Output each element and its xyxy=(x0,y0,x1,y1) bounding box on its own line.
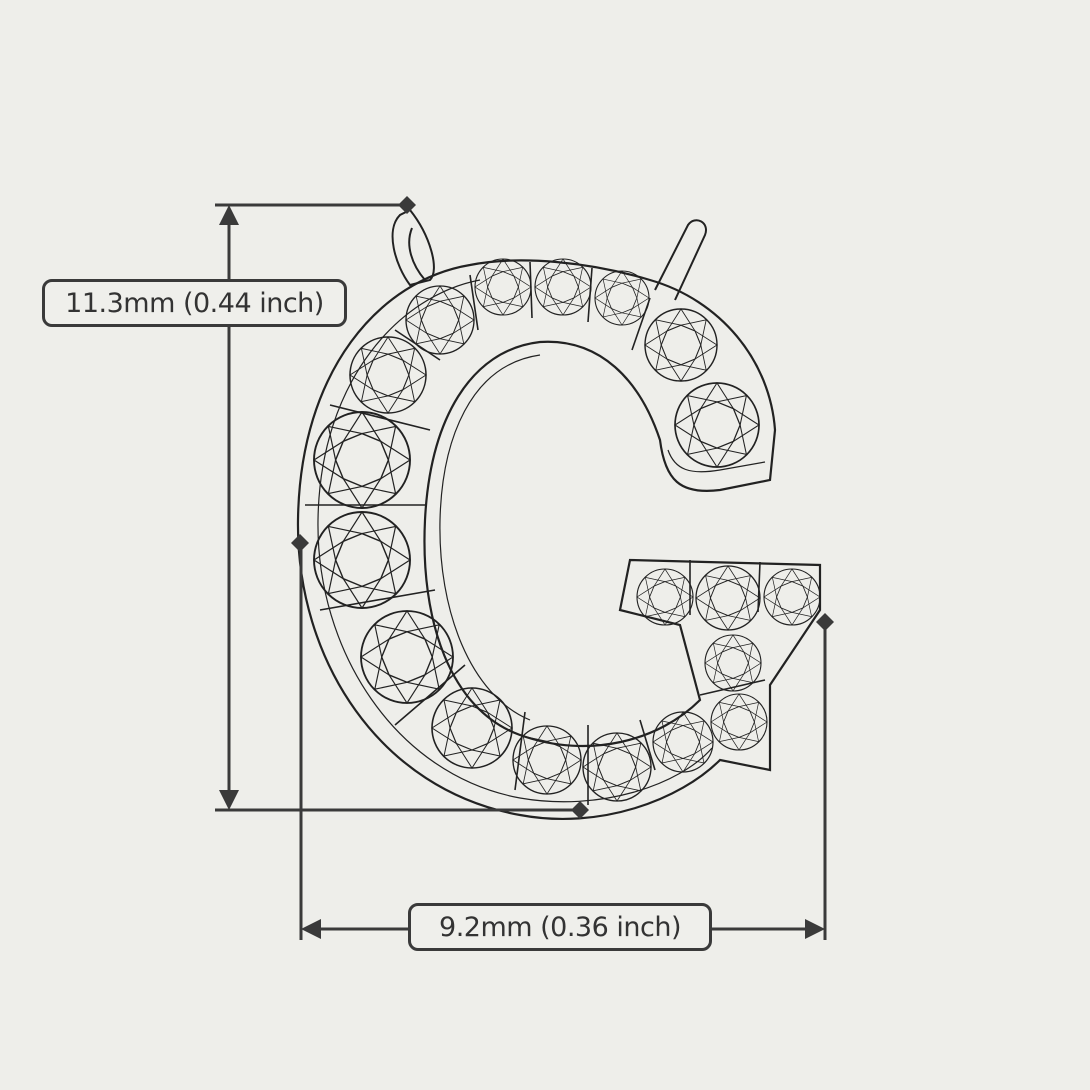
height-dimension-label: 11.3mm (0.44 inch) xyxy=(42,279,347,327)
letter-g-body xyxy=(296,259,822,820)
pave-stones xyxy=(313,258,821,802)
width-value: 9.2mm (0.36 inch) xyxy=(439,911,681,943)
height-value: 11.3mm (0.44 inch) xyxy=(65,287,324,319)
prong-dividers xyxy=(305,261,766,805)
width-dimension-label: 9.2mm (0.36 inch) xyxy=(408,903,712,951)
bail-loops xyxy=(391,208,707,301)
